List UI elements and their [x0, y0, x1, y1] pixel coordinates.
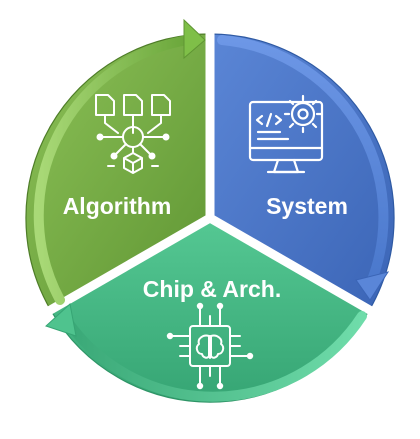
algorithm-label: Algorithm — [63, 193, 172, 219]
green-cycle-arrow — [33, 18, 206, 305]
sector-separators — [37, 20, 383, 320]
blue-cycle-arrow — [217, 35, 390, 301]
system-label: System — [266, 193, 348, 219]
computer-monitor-gear-icon — [248, 94, 324, 174]
chip-arch-label: Chip & Arch. — [143, 276, 281, 302]
chip-brain-icon — [166, 302, 254, 390]
neural-network-documents-icon — [95, 94, 171, 174]
teal-cycle-arrow — [45, 303, 367, 402]
